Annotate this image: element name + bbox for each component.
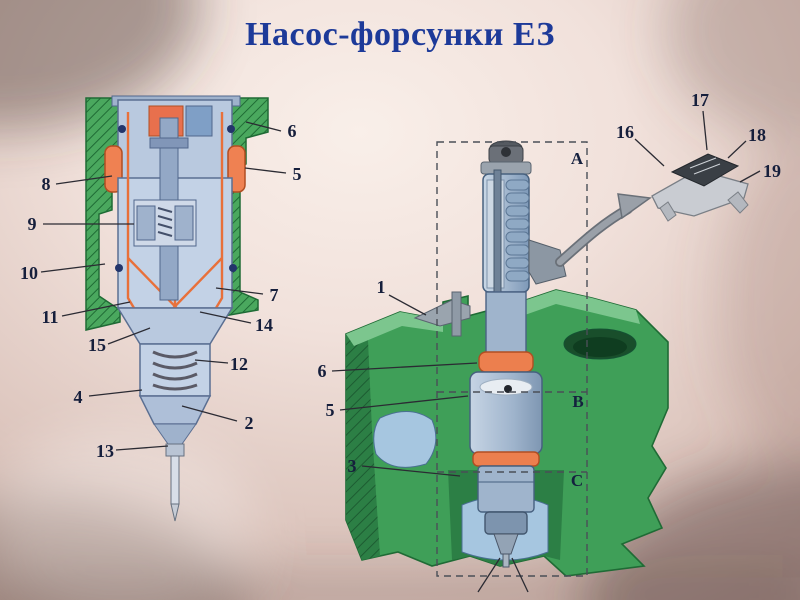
label-18: 18 [748,125,766,145]
label-7: 7 [270,285,279,305]
side-lug [528,239,567,285]
nozzle-tip [502,553,510,568]
coolant-pocket-left [373,411,437,468]
detail-view-clamp: 16 17 18 19 [616,90,781,222]
head-top-face-right [520,290,640,324]
cap-dot [501,147,511,157]
zone-dashed-box [436,141,588,577]
left-number-labels: 6 5 8 9 10 7 11 14 15 12 4 2 13 [20,121,302,461]
barrel-dot [504,385,512,393]
label-5: 5 [293,164,302,184]
zone-letter-labels: A B C [571,149,584,490]
needle-tip [170,503,180,522]
label-8: 8 [42,174,51,194]
detail-leg-right [727,191,749,214]
label-1: 1 [377,277,386,297]
solenoid-block-blue [185,105,213,137]
head-cut-face-left [346,334,380,560]
right-number-labels: 1 6 5 3 [318,277,386,476]
label-17: 17 [691,90,709,110]
bolt-dots [115,125,237,272]
collar [480,161,532,175]
control-valve-pack [133,199,197,247]
label-3: 3 [348,456,357,476]
spring-chamber [139,343,211,397]
label-14: 14 [255,315,273,335]
page-title: Насос-форсунки ЕЗ [245,16,555,53]
label-11: 11 [41,307,58,327]
label-zone-c: C [571,471,583,490]
label-2: 2 [245,413,254,433]
right-diagram-injector-in-head: 1 6 5 3 A B C [318,140,669,593]
clamp-pin [451,291,462,337]
label-16: 16 [616,122,634,142]
nozzle-body [493,533,519,555]
label-9: 9 [28,214,37,234]
upper-seal-orange [478,351,534,373]
mid-body [485,291,527,357]
label-19: 19 [763,161,781,181]
label-10: 10 [20,263,38,283]
left-diagram-injector-section: 6 5 8 9 10 7 11 14 15 12 4 2 13 [20,95,302,522]
head-bore-hole-inner [573,337,627,357]
label-12: 12 [230,354,248,374]
detail-leader-lines [634,110,761,183]
right-leader-lines [331,294,529,593]
label-6: 6 [288,121,297,141]
nozzle-spring-coil [152,350,198,391]
label-zone-b: B [572,392,583,411]
left-leader-lines [40,121,287,451]
label-4: 4 [74,387,83,407]
label-13: 13 [96,441,114,461]
detail-number-labels: 16 17 18 19 [616,90,781,181]
label-5-right: 5 [326,400,335,420]
retaining-nut [484,511,528,535]
lower-seal-orange [472,451,540,467]
lower-body [477,465,535,513]
head-top-face [346,312,443,346]
detail-leg-left [659,201,677,222]
plunger-head [149,137,189,149]
callout-arrow [555,193,652,267]
needle-collar [165,443,185,457]
label-zone-a: A [571,149,584,168]
needle-shaft [170,455,180,505]
detail-plate-engraving [689,157,721,175]
label-6-right: 6 [318,361,327,381]
label-15: 15 [88,335,106,355]
